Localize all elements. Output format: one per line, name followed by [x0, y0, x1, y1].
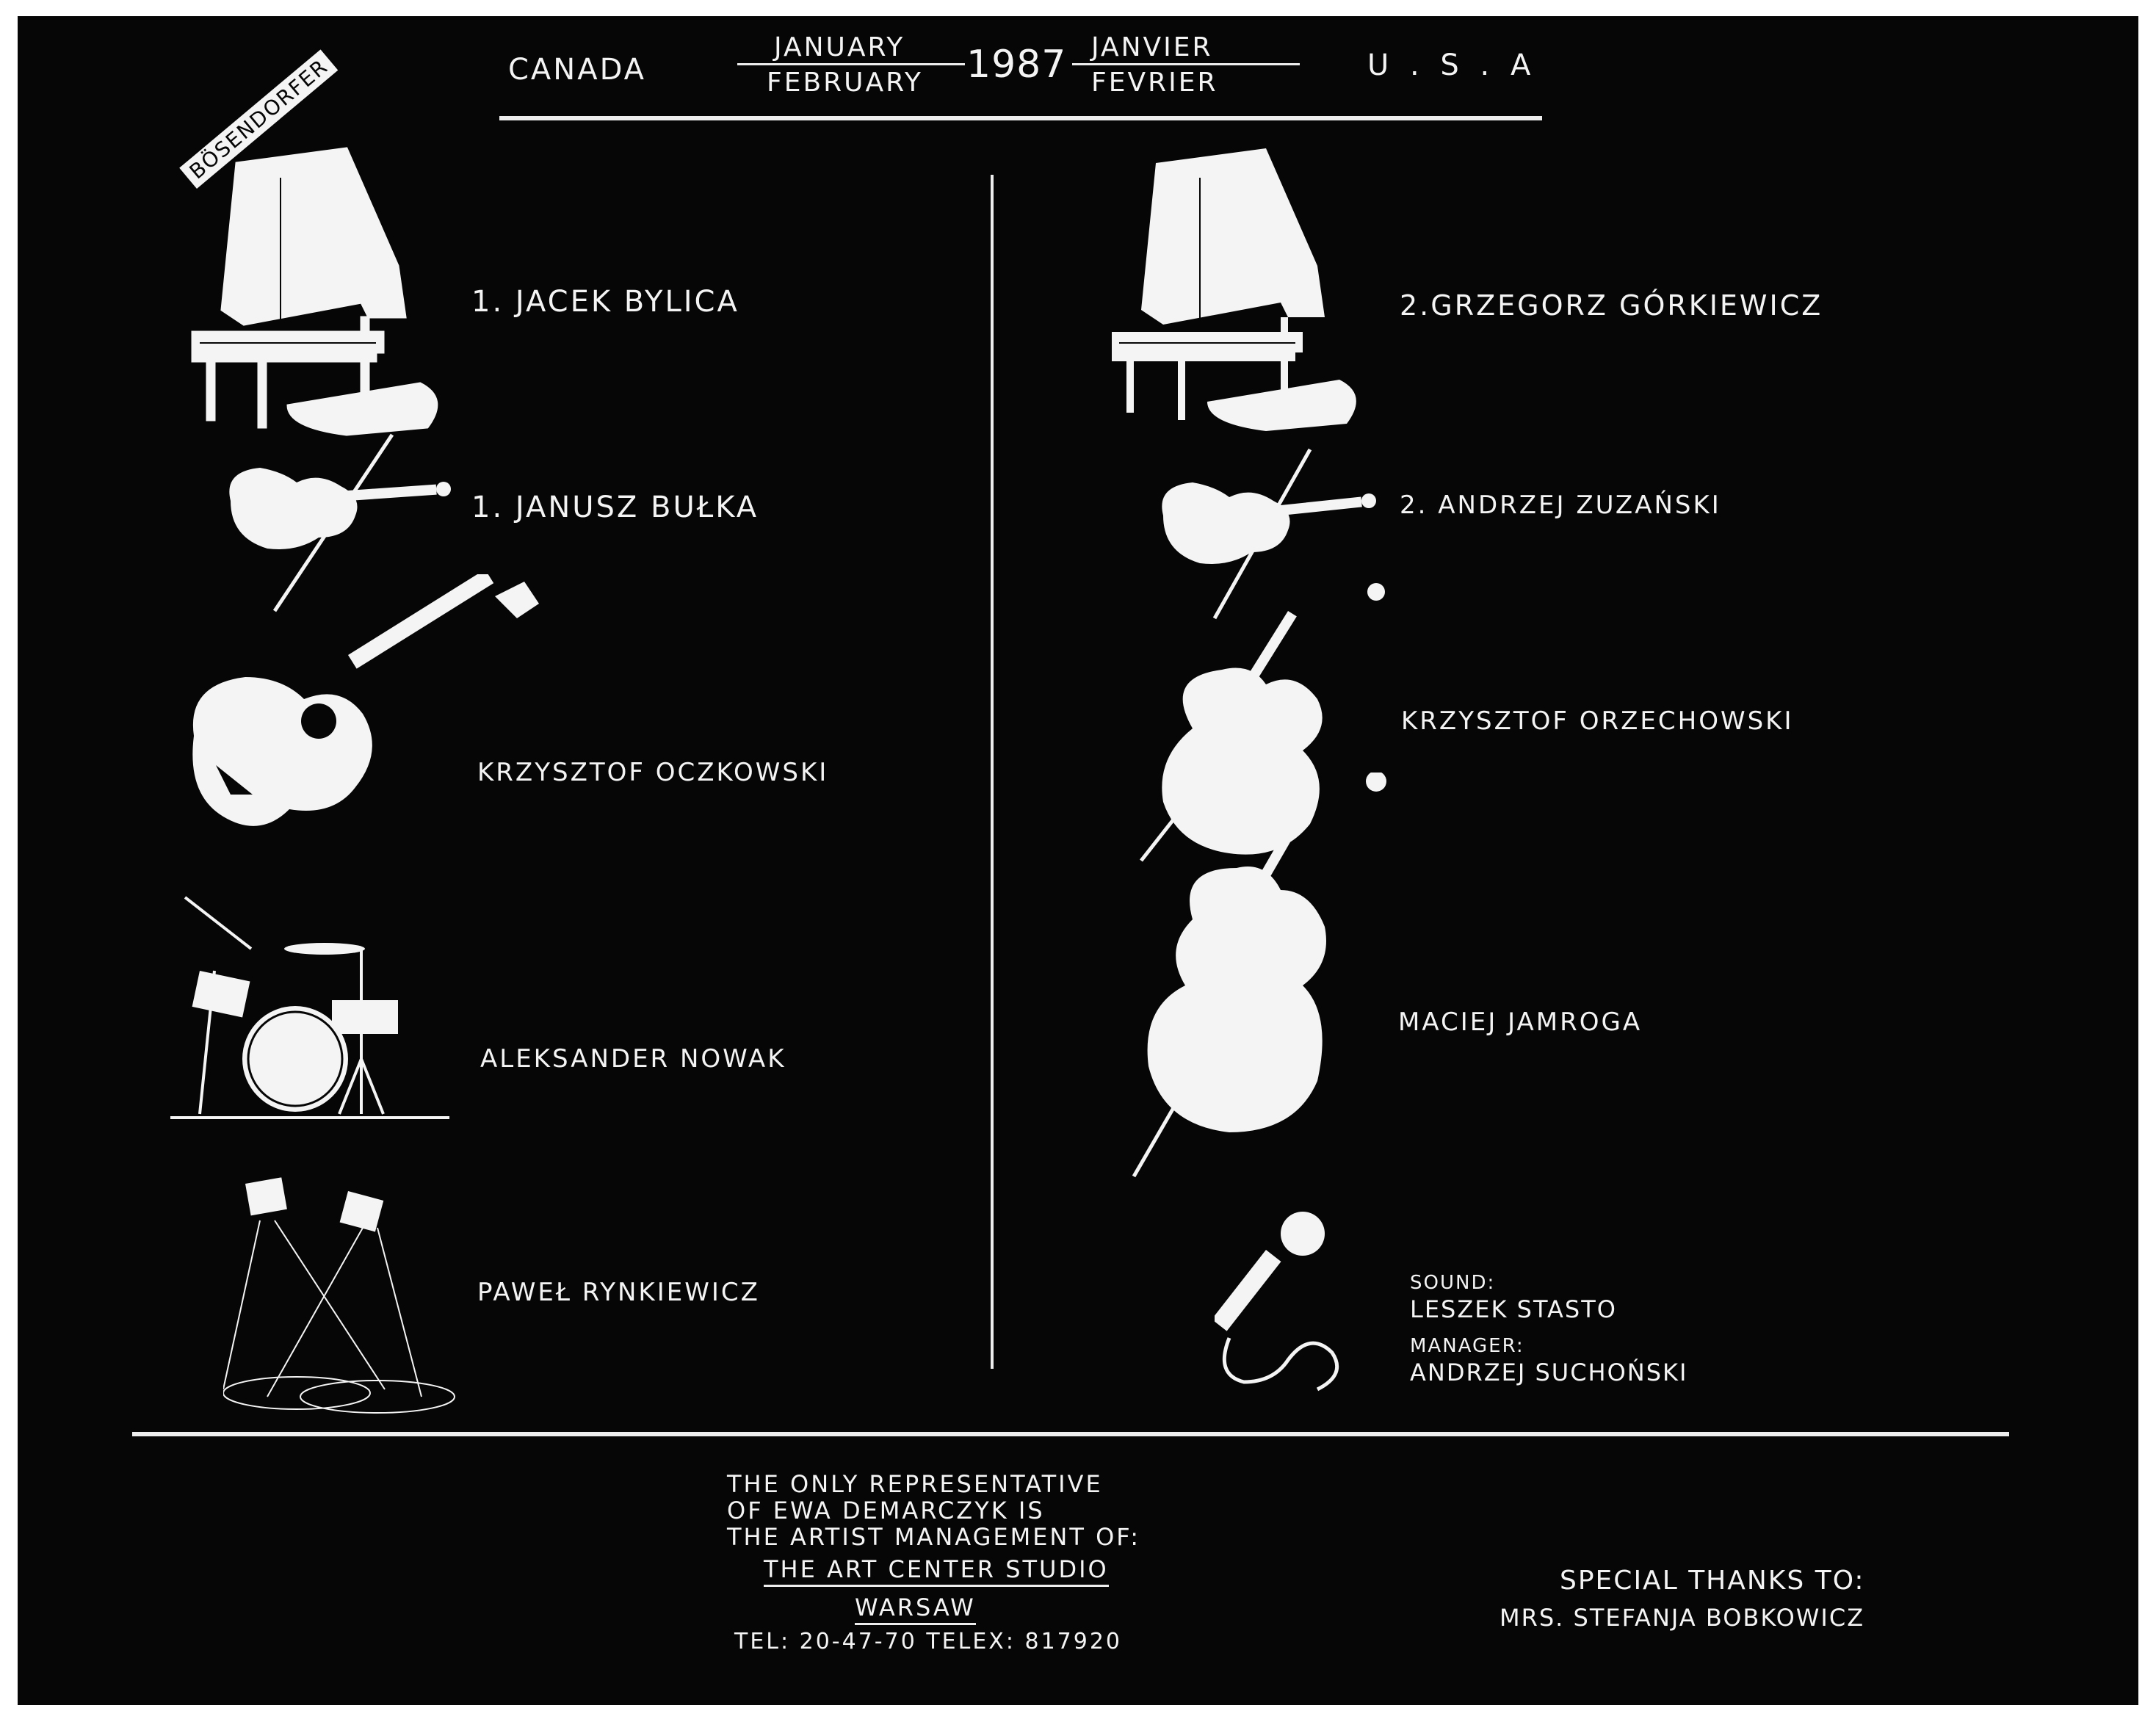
- cello-icon: [1134, 582, 1398, 875]
- thanks-label: SPECIAL THANKS TO:: [1560, 1566, 1865, 1596]
- country-canada: CANADA: [508, 53, 647, 87]
- manager-name: ANDRZEJ SUCHOŃSKI: [1410, 1359, 1688, 1386]
- grand-piano-icon: [178, 134, 464, 442]
- studio-name: THE ART CENTER STUDIO: [764, 1555, 1109, 1587]
- month-janvier: JANVIER: [1091, 32, 1213, 62]
- double-bass-icon: [1119, 773, 1413, 1184]
- column-divider: [991, 175, 994, 1369]
- guitar-icon: [172, 574, 554, 868]
- footer-line: OF EWA DEMARCZYK IS: [727, 1497, 1045, 1524]
- microphone-icon: [1215, 1206, 1361, 1397]
- year: 1987: [966, 43, 1067, 87]
- month-divider-right: [1072, 63, 1300, 65]
- musician-name: MACIEJ JAMROGA: [1398, 1007, 1643, 1037]
- footer-line: THE ARTIST MANAGEMENT OF:: [727, 1523, 1140, 1551]
- month-january: JANUARY: [774, 32, 905, 62]
- month-divider-left: [737, 63, 965, 65]
- footer-line: THE ONLY REPRESENTATIVE: [727, 1470, 1103, 1498]
- musician-name: 2.GRZEGORZ GÓRKIEWICZ: [1400, 289, 1823, 322]
- month-february: FEBRUARY: [767, 68, 923, 98]
- spotlights-icon: [223, 1169, 466, 1419]
- header-rule: [499, 116, 1542, 120]
- manager-label: MANAGER:: [1410, 1335, 1524, 1357]
- country-usa: U . S . A: [1367, 48, 1537, 82]
- musician-name: 1. JANUSZ BUŁKA: [471, 491, 759, 524]
- musician-name: PAWEŁ RYNKIEWICZ: [477, 1278, 760, 1307]
- program-page: CANADA JANUARY FEBRUARY 1987 JANVIER FEV…: [18, 16, 2138, 1705]
- musician-name: 2. ANDRZEJ ZUZAŃSKI: [1400, 491, 1721, 520]
- musician-name: 1. JACEK BYLICA: [471, 285, 739, 319]
- sound-label: SOUND:: [1410, 1272, 1496, 1294]
- grand-piano-icon: [1097, 141, 1383, 435]
- musician-name: KRZYSZTOF ORZECHOWSKI: [1401, 706, 1794, 736]
- contact-line: TEL: 20-47-70 TELEX: 817920: [734, 1629, 1123, 1654]
- studio-city: WARSAW: [855, 1593, 976, 1625]
- musician-name: KRZYSZTOF OCZKOWSKI: [477, 758, 829, 787]
- month-fevrier: FEVRIER: [1091, 68, 1218, 98]
- footer-rule: [132, 1432, 2009, 1436]
- violin-icon: [1148, 435, 1391, 626]
- violin-icon: [216, 427, 466, 618]
- thanks-name: MRS. STEFANJA BOBKOWICZ: [1500, 1604, 1865, 1632]
- sound-name: LESZEK STASTO: [1410, 1295, 1617, 1323]
- drum-kit-icon: [170, 890, 457, 1132]
- musician-name: ALEKSANDER NOWAK: [480, 1044, 786, 1074]
